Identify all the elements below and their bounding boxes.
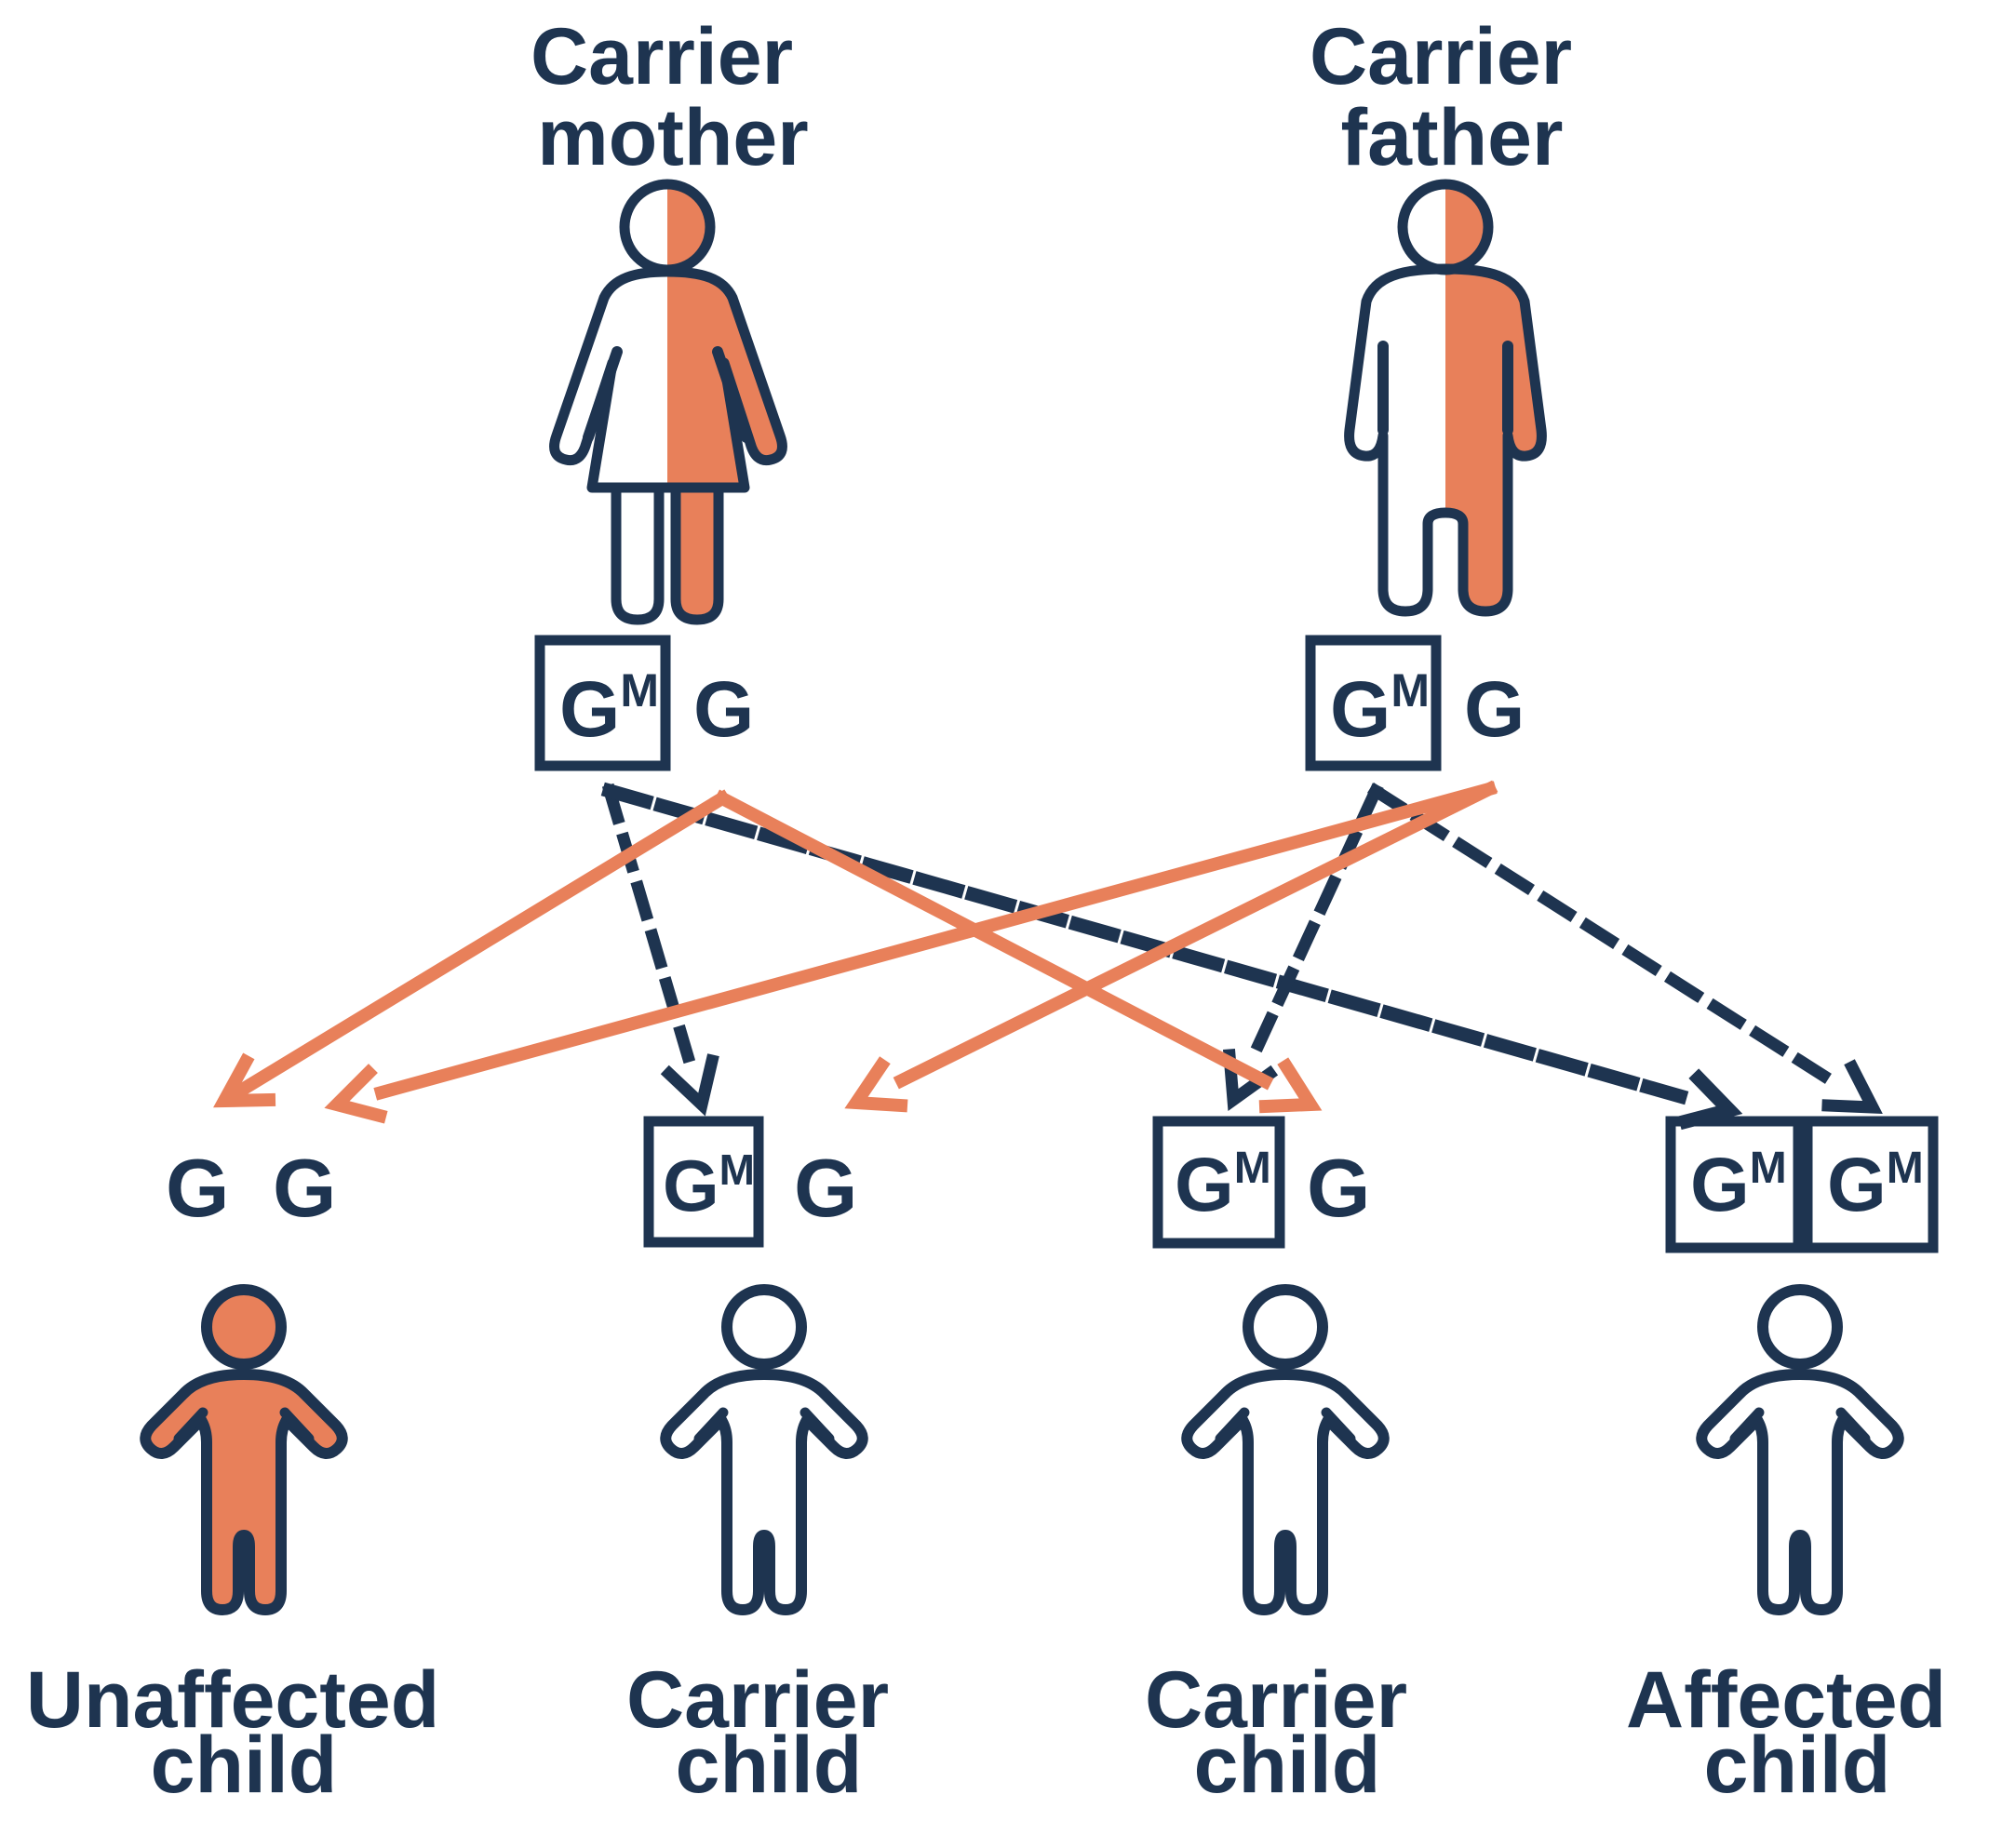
carrier-child-1-icon bbox=[665, 1290, 863, 1610]
carrier-child-2-icon bbox=[1187, 1290, 1384, 1610]
carrier1-normal-allele: G bbox=[794, 1142, 857, 1234]
father-mutated-allele: GM bbox=[1330, 664, 1430, 753]
carrier2-mutated-allele-box bbox=[1152, 1116, 1285, 1249]
unaffected-child-genotype: G G bbox=[166, 1142, 336, 1234]
carrier2-normal-allele: G bbox=[1307, 1142, 1370, 1234]
affected-child-icon bbox=[1701, 1290, 1899, 1610]
arrow-mother-g-to-carrier2 bbox=[713, 789, 1323, 1114]
unaffected-allele-1: G bbox=[166, 1142, 229, 1234]
unaffected-allele-2: G bbox=[273, 1142, 336, 1234]
unaffected-child-label: Unaffected child bbox=[26, 1655, 462, 1810]
carrier1-mutated-allele: GM bbox=[663, 1145, 755, 1226]
mother-arm-line-left bbox=[583, 346, 623, 443]
unaffected-arm-lines bbox=[173, 1407, 315, 1444]
affected-mutated-allele-box-1 bbox=[1665, 1116, 1804, 1253]
arrow-father-gm-to-affected bbox=[1367, 783, 1883, 1114]
father-normal-allele: G bbox=[1464, 665, 1525, 753]
mother-label: Carrier mother bbox=[531, 12, 815, 182]
unaffected-child-icon bbox=[145, 1290, 343, 1610]
affected-mutated-allele-box-2 bbox=[1802, 1116, 1939, 1253]
mother-arm-line-right bbox=[712, 346, 752, 443]
carrier2-arm-lines bbox=[1215, 1407, 1356, 1444]
affected-child-label: Affected child bbox=[1626, 1655, 1968, 1810]
father-mutated-allele-box bbox=[1305, 635, 1442, 771]
carrier-child-2-label: Carrier child bbox=[1145, 1655, 1430, 1810]
affected-mutated-allele-1: GM bbox=[1690, 1143, 1787, 1227]
carrier-child-1-genotype: GM G bbox=[643, 1116, 857, 1248]
carrier-child-2-genotype: GM G bbox=[1152, 1116, 1370, 1249]
mother-genotype: GM G bbox=[534, 635, 754, 771]
arrow-father-g-to-carrier1 bbox=[844, 780, 1498, 1113]
mother-icon bbox=[555, 184, 783, 620]
mother-mutated-allele-box bbox=[534, 635, 671, 771]
carrier1-arm-lines bbox=[693, 1407, 835, 1444]
father-genotype: GM G bbox=[1305, 635, 1525, 771]
affected-child-genotype: GM GM bbox=[1665, 1116, 1939, 1253]
father-icon bbox=[1350, 184, 1542, 611]
father-label: Carrier father bbox=[1310, 12, 1594, 182]
mother-normal-allele: G bbox=[693, 665, 754, 753]
affected-mutated-allele-2: GM bbox=[1827, 1143, 1924, 1227]
affected-arm-lines bbox=[1729, 1407, 1871, 1444]
carrier2-mutated-allele: GM bbox=[1175, 1143, 1271, 1227]
carrier1-mutated-allele-box bbox=[643, 1116, 764, 1248]
mother-mutated-allele: GM bbox=[559, 664, 659, 753]
inheritance-arrows bbox=[213, 780, 1883, 1131]
arrow-mother-gm-to-affected bbox=[600, 782, 1743, 1131]
carrier-child-1-label: Carrier child bbox=[626, 1655, 911, 1810]
arrow-father-g-to-unaffected bbox=[324, 781, 1498, 1124]
arrow-mother-g-to-unaffected bbox=[213, 789, 732, 1108]
